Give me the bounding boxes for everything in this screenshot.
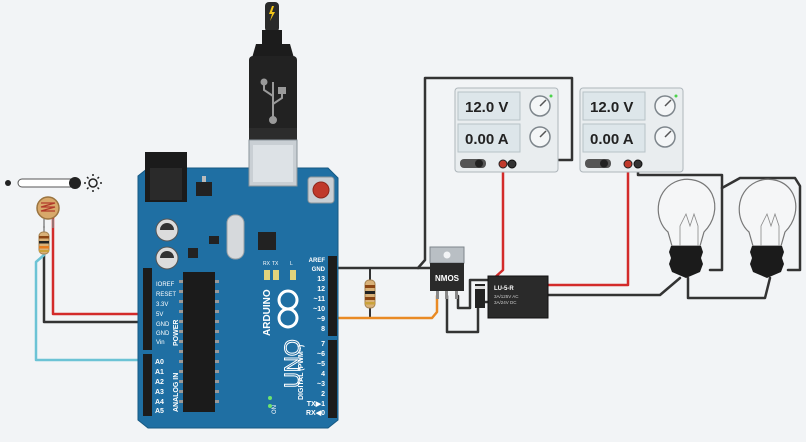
wire-bulb-chain[interactable] [720,176,802,272]
nmos-transistor[interactable]: NMOS [429,246,465,299]
pin-13: 13 [317,276,325,283]
pin-a0: A0 [155,359,164,366]
pin-6: ~6 [317,351,325,358]
led-label-rx: RX [263,261,271,267]
arduino-brand: ARDUINO [262,289,273,336]
wire-relay-bulb[interactable] [546,276,682,297]
supply-2-voltage: 12.0 V [590,99,633,116]
pin-5v: 5V [156,312,163,318]
supply-2-terminal-pos[interactable] [623,159,633,169]
usb-cable[interactable] [249,2,297,142]
wire-bulb-return[interactable] [686,276,772,300]
supply-1-terminal-neg[interactable] [507,159,517,169]
led-label-tx: TX [272,261,279,267]
photoresistor[interactable] [36,196,60,228]
led-label-l: L [290,261,293,267]
pin-a4: A4 [155,399,164,406]
pin-aref: AREF [309,258,326,264]
pin-4: 4 [321,371,325,378]
power-supply-2[interactable]: 12.0 V 0.00 A [579,87,684,173]
wires [34,76,802,362]
pin-a5: A5 [155,408,164,415]
power-supply-1[interactable]: 12.0 V 0.00 A [454,87,559,173]
pin-3v3: 3.3V [156,302,168,308]
pin-rx0: RX◀0 [306,410,325,417]
relay-rating-1: 3A/125V AC [494,294,519,299]
light-slider-handle[interactable] [69,177,81,189]
supply-2-current: 0.00 A [590,131,634,148]
arduino-logo-icon [277,289,299,329]
power-pin-labels: IOREF RESET 3.3V 5V GND GND Vin [156,282,176,346]
resistor-ldr[interactable] [38,226,50,255]
sun-icon [84,174,102,192]
supply-1-voltage: 12.0 V [465,99,508,116]
pin-gnd-1: GND [156,322,170,328]
wire-supply1-relay[interactable] [490,162,505,282]
digital-label: DIGITAL (PWM~) [298,345,305,400]
wire-ldr-5v[interactable] [51,216,152,316]
relay-model: LU-5-R [494,286,514,292]
pin-a2: A2 [155,379,164,386]
resistor-gate[interactable] [364,279,376,309]
analog-pin-labels: A0 A1 A2 A3 A4 A5 [155,359,164,415]
pin-gnd-2: GND [156,331,170,337]
digital-header-top[interactable] [328,256,337,336]
analog-header[interactable] [143,354,152,416]
analog-label: ANALOG IN [173,373,180,412]
wire-nmos-relay-2[interactable] [456,278,490,310]
relay-rating-2: 3A/24V DC [494,300,517,305]
pin-vin: Vin [156,340,165,346]
pin-11: ~11 [314,296,326,303]
pin-2: 2 [321,391,325,398]
pin-3: ~3 [317,381,325,388]
digital-header-bottom[interactable] [328,340,337,418]
pin-9: ~9 [317,316,325,323]
usb-icon [260,78,286,124]
pin-10: ~10 [313,306,325,313]
relay[interactable]: LU-5-R 3A/125V AC 3A/24V DC [487,275,549,319]
pin-ioref: IOREF [156,282,175,288]
pin-5: ~5 [317,361,325,368]
light-bulb-1[interactable] [657,178,716,278]
pin-8: 8 [321,326,325,333]
digital-pin-labels-top: AREF GND 13 12 ~11 ~10 ~9 8 [309,258,326,333]
light-bulb-2[interactable] [738,178,797,278]
arduino-board[interactable]: RX TX L ARDUINO UNO POWER ANALOG IN DIGI… [137,139,339,429]
diode[interactable] [475,284,485,308]
power-header[interactable] [143,268,152,350]
pin-a3: A3 [155,389,164,396]
wire-resistor-a0[interactable] [34,253,152,362]
power-label: POWER [173,320,180,346]
light-slider[interactable] [5,174,102,192]
reset-button[interactable] [312,181,330,199]
supply-1-terminal-pos[interactable] [498,159,508,169]
wire-supply2-relay[interactable] [546,162,630,287]
wire-pin9-gate[interactable] [326,294,439,320]
pin-tx1: TX▶1 [307,401,325,408]
wire-ldr-gnd[interactable] [42,238,152,324]
digital-pin-labels-bottom: 7 ~6 ~5 4 ~3 2 TX▶1 RX◀0 [306,341,325,417]
pin-12: 12 [317,286,325,293]
nmos-label: NMOS [435,274,460,283]
pin-a1: A1 [155,369,164,376]
on-led-label: ON [272,405,278,414]
supply-1-current: 0.00 A [465,131,509,148]
lightning-icon [269,6,275,21]
pin-gnd-top: GND [312,267,326,273]
pin-reset: RESET [156,292,176,298]
pin-7: 7 [321,341,325,348]
supply-2-terminal-neg[interactable] [633,159,643,169]
board-name-uno: UNO [280,339,305,388]
